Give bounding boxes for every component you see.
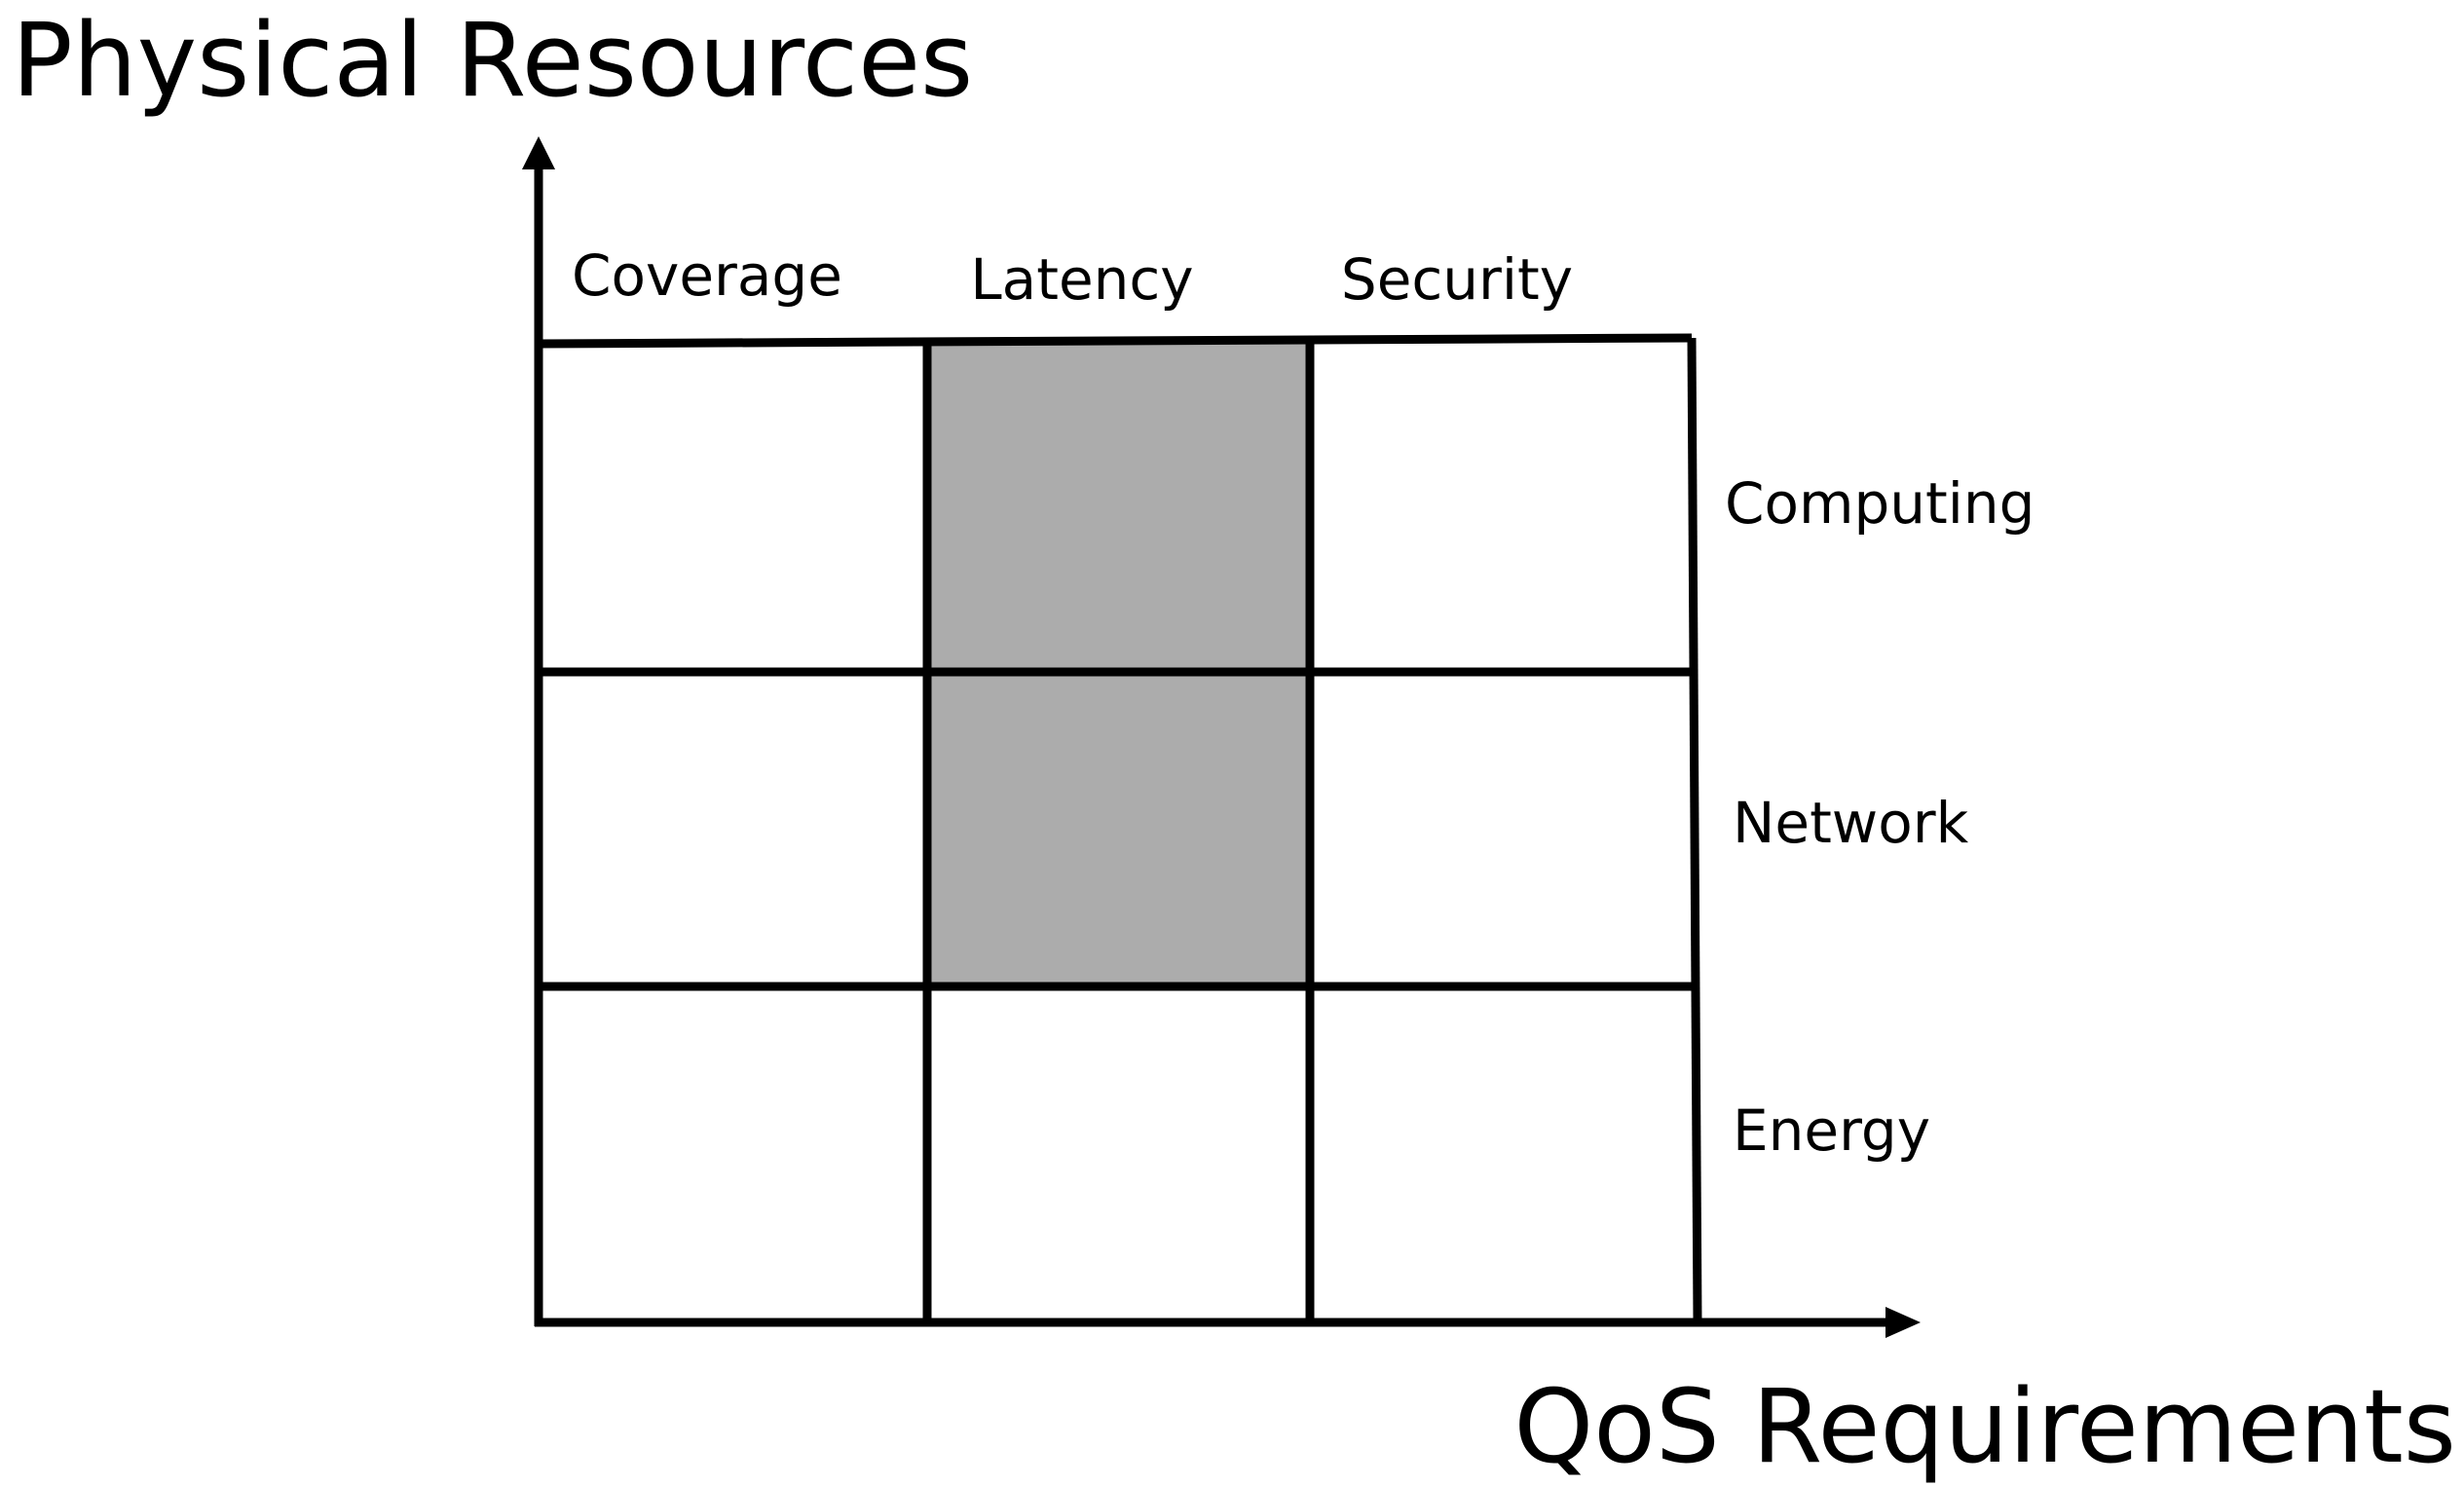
- highlighted-cell-network-latency: [927, 672, 1310, 986]
- x-axis-arrowhead: [1885, 1307, 1921, 1338]
- highlighted-cell-computing-latency: [927, 344, 1310, 672]
- grid-right-border: [1687, 337, 1702, 1323]
- column-label-coverage: Coverage: [572, 242, 842, 309]
- row-label-computing: Computing: [1725, 470, 2035, 537]
- row-label-energy: Energy: [1733, 1097, 1931, 1164]
- grid-top-border: [538, 333, 1693, 349]
- y-axis-arrowhead: [522, 136, 555, 169]
- y-axis-title: Physical Resources: [12, 1, 974, 120]
- column-label-security: Security: [1340, 246, 1574, 313]
- row-label-network: Network: [1733, 790, 1969, 856]
- column-label-latency: Latency: [970, 246, 1194, 313]
- x-axis-title: QoS Requirements: [1513, 1367, 2456, 1486]
